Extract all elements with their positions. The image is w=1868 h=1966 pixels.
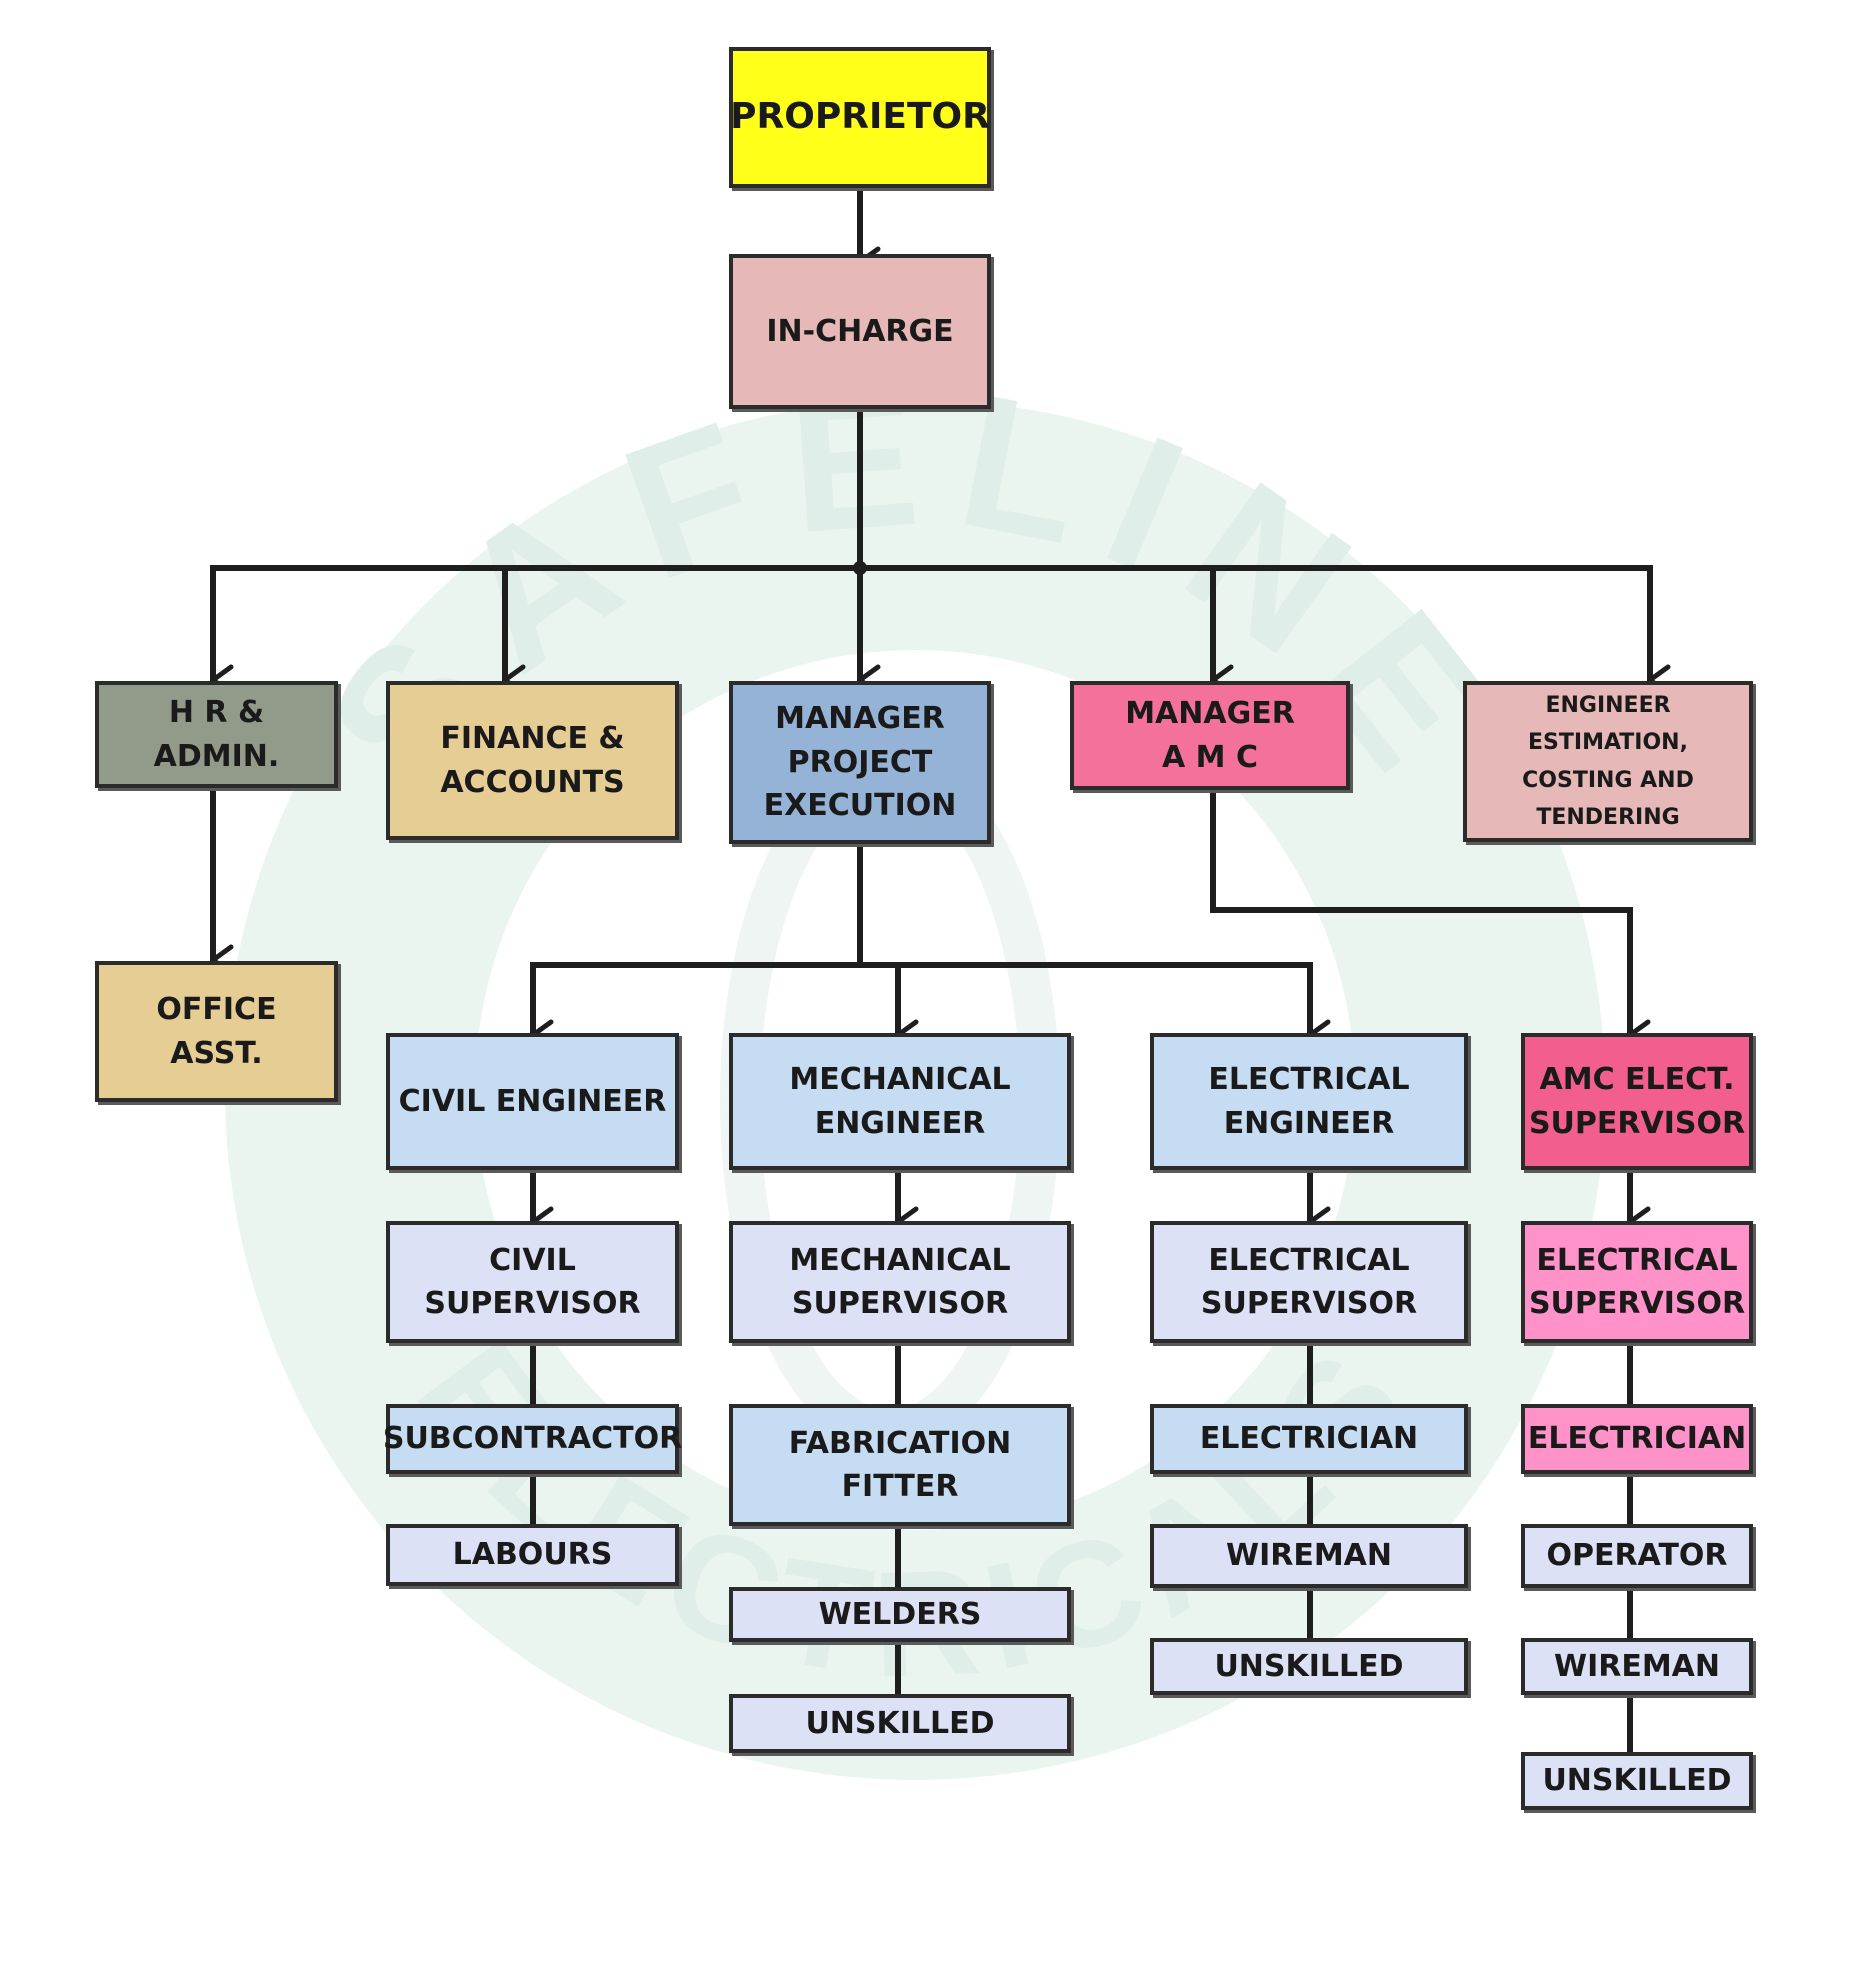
node-operator: OPERATOR bbox=[1521, 1524, 1753, 1588]
node-wireman: WIREMAN bbox=[1150, 1524, 1468, 1588]
node-finance-accounts: FINANCE & ACCOUNTS bbox=[386, 681, 679, 840]
node-civil-engineer: CIVIL ENGINEER bbox=[386, 1033, 679, 1170]
node-hr-admin: H R & ADMIN. bbox=[95, 681, 338, 788]
node-manager-project-execution: MANAGER PROJECT EXECUTION bbox=[729, 681, 991, 844]
node-mechanical-supervisor: MECHANICAL SUPERVISOR bbox=[729, 1221, 1071, 1343]
node-subcontractor: SUBCONTRACTOR bbox=[383, 1404, 682, 1474]
node-manager-amc: MANAGER A M C bbox=[1070, 681, 1350, 790]
node-civil-supervisor: CIVIL SUPERVISOR bbox=[386, 1221, 679, 1343]
node-electrical-engineer: ELECTRICAL ENGINEER bbox=[1150, 1033, 1468, 1170]
node-labours: LABOURS bbox=[386, 1524, 679, 1586]
node-amc-wireman: WIREMAN bbox=[1521, 1638, 1753, 1695]
node-amc-electrician: ELECTRICIAN bbox=[1521, 1404, 1753, 1474]
node-in-charge: IN-CHARGE bbox=[729, 254, 991, 409]
node-amc-elect-supervisor: AMC ELECT. SUPERVISOR bbox=[1521, 1033, 1753, 1170]
junction-dot bbox=[853, 561, 867, 575]
node-mechanical-engineer: MECHANICAL ENGINEER bbox=[729, 1033, 1071, 1170]
node-electrician: ELECTRICIAN bbox=[1150, 1404, 1468, 1474]
node-welders: WELDERS bbox=[729, 1587, 1071, 1642]
node-mechanical-unskilled: UNSKILLED bbox=[729, 1694, 1071, 1753]
node-office-asst: OFFICE ASST. bbox=[95, 961, 338, 1102]
node-electrical-unskilled: UNSKILLED bbox=[1150, 1638, 1468, 1695]
node-electrical-supervisor: ELECTRICAL SUPERVISOR bbox=[1150, 1221, 1468, 1343]
node-amc-unskilled: UNSKILLED bbox=[1521, 1752, 1753, 1810]
node-amc-electrical-supervisor: ELECTRICAL SUPERVISOR bbox=[1521, 1221, 1753, 1343]
node-fabrication-fitter: FABRICATION FITTER bbox=[729, 1404, 1071, 1526]
node-proprietor: PROPRIETOR bbox=[729, 47, 991, 188]
arrow-amc-supervisor bbox=[1210, 787, 1651, 1051]
node-engineer-estimation: ENGINEER ESTIMATION, COSTING AND TENDERI… bbox=[1463, 681, 1753, 842]
